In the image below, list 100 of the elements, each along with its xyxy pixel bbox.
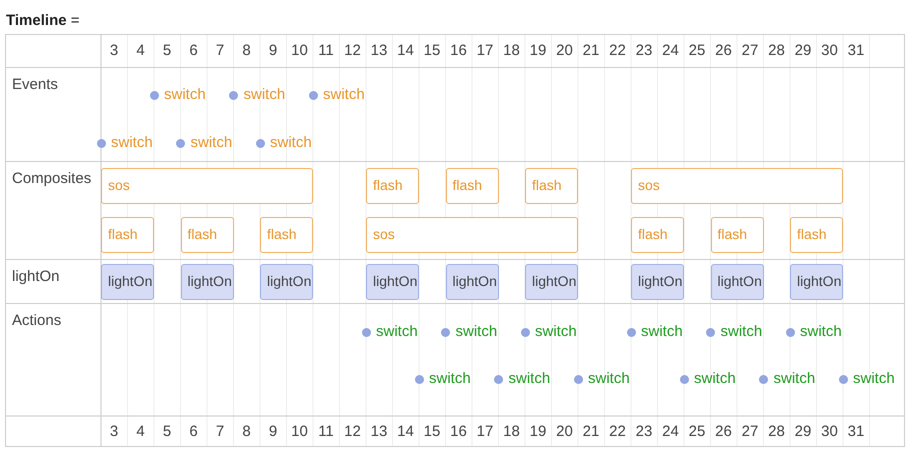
time-tick: 26 — [714, 42, 733, 59]
time-tick: 30 — [820, 423, 839, 440]
time-tick: 20 — [555, 42, 574, 59]
time-tick: 12 — [343, 423, 362, 440]
event-label: switch — [508, 370, 550, 387]
time-tick: 8 — [241, 42, 252, 59]
time-tick: 23 — [634, 423, 654, 440]
event-dot — [362, 328, 370, 337]
time-tick: 16 — [449, 42, 468, 59]
time-tick: 28 — [767, 423, 786, 440]
event-dot — [308, 91, 318, 100]
time-tick: 18 — [502, 42, 521, 59]
event-label: switch — [641, 323, 683, 340]
event-dot — [574, 375, 582, 384]
time-tick: 17 — [476, 423, 494, 440]
time-tick: 5 — [162, 42, 172, 59]
event-dot — [706, 328, 715, 337]
time-tick: 6 — [188, 42, 199, 59]
event-dot — [786, 328, 794, 337]
composite-bar: flash — [366, 168, 419, 204]
event-dot — [176, 139, 185, 148]
composite-bar: flash — [790, 217, 843, 253]
event-dot — [150, 91, 158, 100]
event-dot — [759, 375, 768, 384]
time-tick: 8 — [241, 423, 252, 440]
time-tick: 7 — [214, 423, 226, 440]
event-dot — [626, 328, 636, 337]
time-tick: 5 — [162, 423, 172, 440]
lane-label: Composites — [12, 170, 92, 187]
composite-bar: flash — [710, 217, 764, 253]
time-tick: 20 — [555, 423, 574, 440]
event-label: switch — [376, 323, 418, 340]
time-tick: 29 — [794, 42, 812, 59]
event-label: switch — [429, 370, 471, 387]
event-dot — [520, 328, 530, 337]
event-label: switch — [244, 86, 286, 103]
state-bar: lightOn — [446, 264, 498, 300]
state-bar: lightOn — [101, 264, 154, 300]
time-tick: 13 — [370, 423, 388, 440]
state-bar: lightOn — [710, 264, 764, 300]
time-tick: 24 — [661, 423, 680, 440]
time-tick: 3 — [108, 423, 120, 440]
event-label: switch — [694, 370, 736, 387]
time-tick: 15 — [422, 42, 442, 59]
timeline-lane — [6, 259, 904, 303]
composite-bar: sos — [366, 217, 578, 253]
event-dot — [838, 375, 848, 384]
time-tick: 27 — [740, 42, 760, 59]
event-label: switch — [720, 323, 762, 340]
event-label: switch — [270, 134, 312, 151]
time-tick: 21 — [582, 42, 600, 59]
time-tick: 15 — [422, 423, 442, 440]
time-tick: 23 — [634, 42, 654, 59]
event-dot — [229, 91, 238, 100]
event-dot — [441, 328, 450, 337]
event-label: switch — [456, 323, 498, 340]
composite-bar: flash — [446, 168, 498, 204]
time-tick: 31 — [846, 423, 866, 440]
time-tick: 21 — [582, 423, 600, 440]
time-tick: 7 — [214, 42, 226, 59]
composite-bar: flash — [260, 217, 313, 253]
time-tick: 6 — [188, 423, 199, 440]
state-bar: lightOn — [260, 264, 313, 300]
time-tick: 31 — [846, 42, 866, 59]
state-bar: lightOn — [525, 264, 578, 300]
event-dot — [494, 375, 503, 384]
time-tick: 3 — [108, 42, 120, 59]
time-tick: 11 — [317, 423, 335, 440]
time-tick: 9 — [268, 423, 278, 440]
event-label: switch — [774, 370, 816, 387]
time-tick: 29 — [794, 423, 812, 440]
state-bar: lightOn — [790, 264, 843, 300]
time-tick: 13 — [370, 42, 388, 59]
event-label: switch — [853, 370, 895, 387]
time-tick: 4 — [135, 42, 146, 59]
composite-bar: flash — [101, 217, 154, 253]
time-tick: 27 — [740, 423, 760, 440]
time-tick: 18 — [502, 423, 521, 440]
time-tick: 14 — [396, 423, 415, 440]
event-label: switch — [164, 86, 206, 103]
composite-bar: sos — [101, 168, 313, 204]
diagram-title: Timeline = — [6, 12, 80, 29]
time-tick: 14 — [396, 42, 415, 59]
event-label: switch — [535, 323, 577, 340]
time-tick: 9 — [268, 42, 278, 59]
time-tick: 26 — [714, 423, 733, 440]
time-tick: 11 — [317, 42, 335, 59]
composite-bar: sos — [631, 168, 843, 204]
time-tick: 22 — [608, 42, 627, 59]
lane-label: lightOn — [12, 268, 60, 285]
time-tick: 24 — [661, 42, 680, 59]
time-tick: 12 — [343, 42, 362, 59]
time-tick: 16 — [449, 423, 468, 440]
time-tick: 17 — [476, 42, 494, 59]
event-label: switch — [588, 370, 630, 387]
event-dot — [256, 139, 264, 148]
composite-bar: flash — [631, 217, 684, 253]
lane-label: Events — [12, 76, 58, 93]
state-bar: lightOn — [366, 264, 419, 300]
state-bar: lightOn — [631, 264, 684, 300]
